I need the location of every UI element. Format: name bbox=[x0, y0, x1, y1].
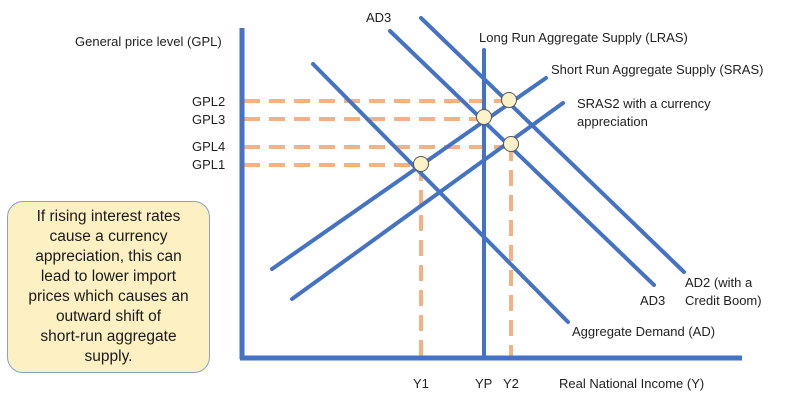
ad3-label-top: AD3 bbox=[366, 10, 391, 25]
ad3-label-bottom: AD3 bbox=[640, 293, 665, 308]
note-line: appreciation, this can bbox=[35, 248, 182, 265]
gpl3-label: GPL3 bbox=[192, 112, 225, 127]
equilibrium-point-gpl3 bbox=[476, 109, 492, 125]
gpl2-label: GPL2 bbox=[192, 94, 225, 109]
axes bbox=[239, 28, 742, 361]
y-axis-label: General price level (GPL) bbox=[75, 34, 222, 49]
sras2-label-line2: appreciation bbox=[577, 114, 648, 129]
note-line: supply. bbox=[84, 348, 133, 365]
lras-label: Long Run Aggregate Supply (LRAS) bbox=[479, 30, 688, 45]
note-line: short-run aggregate bbox=[40, 328, 177, 345]
equilibrium-points bbox=[413, 92, 519, 172]
gpl1-label: GPL1 bbox=[192, 157, 225, 172]
note-line: cause a currency bbox=[49, 228, 168, 245]
ad2-label-line1: AD2 (with a bbox=[685, 275, 753, 290]
x-axis-label: Real National Income (Y) bbox=[559, 376, 704, 391]
note-line: lead to lower import bbox=[40, 268, 177, 285]
sras-line bbox=[270, 76, 548, 271]
equilibrium-point-gpl4 bbox=[503, 136, 519, 152]
explanation-note: If rising interest rates cause a currenc… bbox=[7, 201, 210, 373]
equilibrium-point-gpl1 bbox=[413, 156, 429, 172]
gpl4-label: GPL4 bbox=[192, 139, 225, 154]
note-line: prices which causes an bbox=[28, 288, 189, 305]
ad-label: Aggregate Demand (AD) bbox=[572, 324, 715, 339]
y2-label: Y2 bbox=[503, 376, 519, 391]
sras2-label-line1: SRAS2 with a currency bbox=[577, 96, 711, 111]
ad-line bbox=[311, 62, 570, 324]
ad2-label-line2: Credit Boom) bbox=[685, 293, 762, 308]
yp-label: YP bbox=[475, 376, 492, 391]
equilibrium-point-gpl2 bbox=[501, 92, 517, 108]
ad3-line bbox=[388, 29, 656, 287]
guide-lines bbox=[244, 99, 513, 358]
note-line: outward shift of bbox=[55, 308, 162, 325]
sras-label: Short Run Aggregate Supply (SRAS) bbox=[551, 62, 763, 77]
note-line: If rising interest rates bbox=[36, 208, 181, 225]
y1-label: Y1 bbox=[413, 376, 429, 391]
ad2-line bbox=[419, 16, 686, 274]
curves bbox=[270, 16, 686, 360]
sras2-line bbox=[290, 101, 565, 301]
